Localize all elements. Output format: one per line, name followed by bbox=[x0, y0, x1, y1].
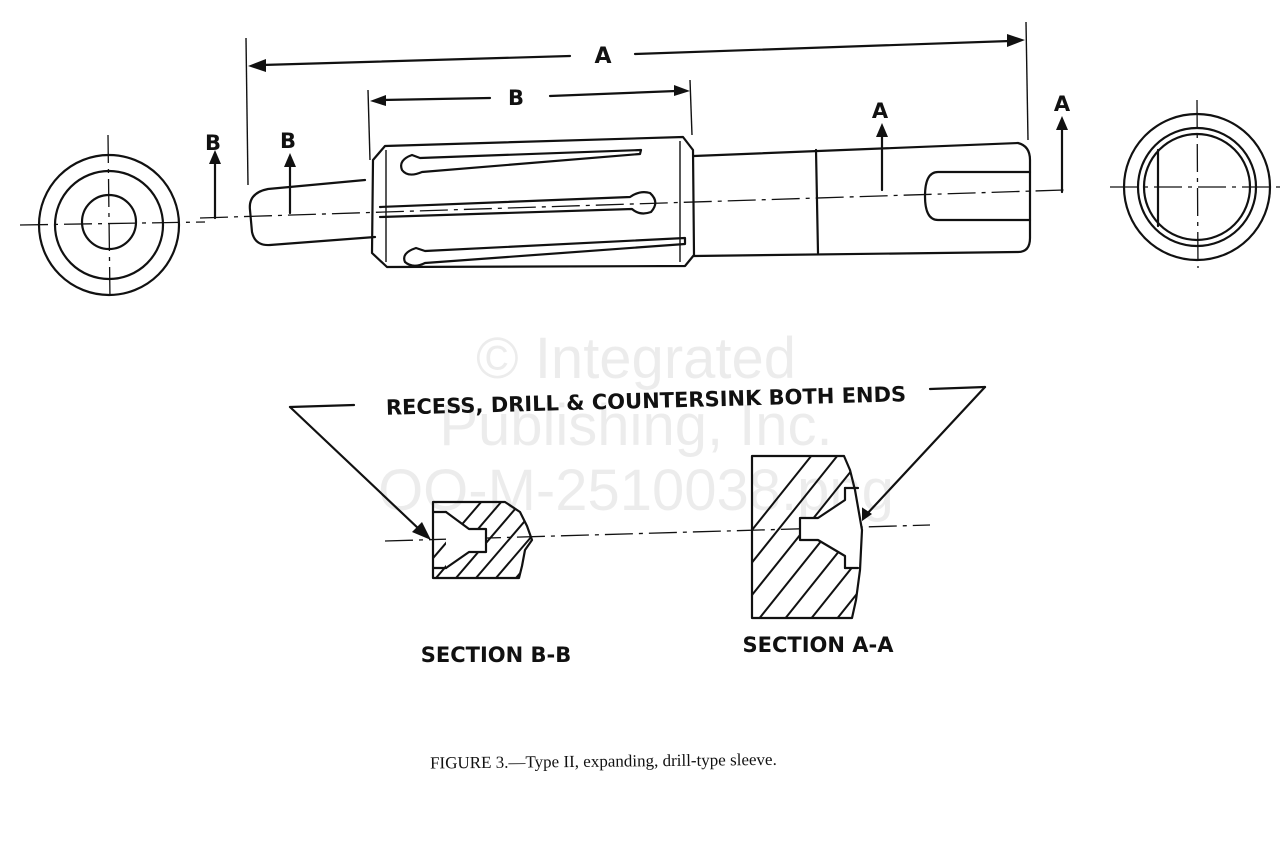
section-cut-markers: B B A A bbox=[205, 92, 1071, 220]
section-a-a-label: SECTION A-A bbox=[743, 633, 895, 657]
dimension-b: B bbox=[367, 79, 693, 161]
section-b-b-label: SECTION B-B bbox=[421, 643, 572, 667]
watermark-line-1: © Integrated bbox=[476, 326, 796, 391]
watermark-line-3: OO-M-2510038.png bbox=[378, 458, 894, 523]
right-end-view bbox=[1110, 99, 1281, 269]
cut-label-a-left: A bbox=[872, 99, 889, 123]
cut-label-b-right: B bbox=[280, 129, 296, 153]
dimension-a: A bbox=[245, 21, 1029, 186]
dimension-label-a: A bbox=[594, 44, 611, 69]
caption-prefix: FIGURE 3. bbox=[430, 753, 509, 773]
caption-text: —Type II, expanding, drill-type sleeve. bbox=[507, 750, 777, 772]
section-b-b-view: SECTION B-B bbox=[384, 500, 931, 667]
figure-caption: FIGURE 3.—Type II, expanding, drill-type… bbox=[430, 750, 777, 773]
dimension-label-b: B bbox=[508, 86, 524, 110]
sleeve-side-view bbox=[199, 135, 1065, 269]
svg-text:FIGURE 3.—Type II, expanding,: FIGURE 3.—Type II, expanding, drill-type… bbox=[430, 750, 777, 773]
cut-label-a-right: A bbox=[1054, 92, 1071, 116]
left-end-view bbox=[19, 134, 206, 301]
section-a-a-view: SECTION A-A bbox=[743, 454, 895, 657]
watermark-line-2: Publishing, Inc. bbox=[439, 393, 832, 458]
cut-label-b-left: B bbox=[205, 131, 221, 155]
watermark: © Integrated Publishing, Inc. OO-M-25100… bbox=[378, 326, 894, 523]
